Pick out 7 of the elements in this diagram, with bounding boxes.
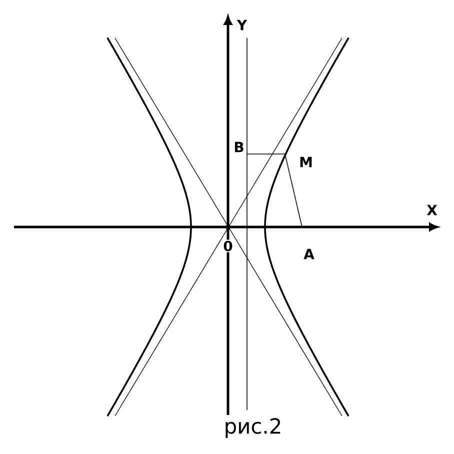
point-label: B [232,140,246,154]
point-label: M [298,156,314,168]
point-label: 0 [222,240,234,252]
axis-label: Y [236,18,248,32]
axis-label: X [426,204,438,216]
point-label: A [302,248,316,260]
caption: рис.2 [226,418,280,438]
